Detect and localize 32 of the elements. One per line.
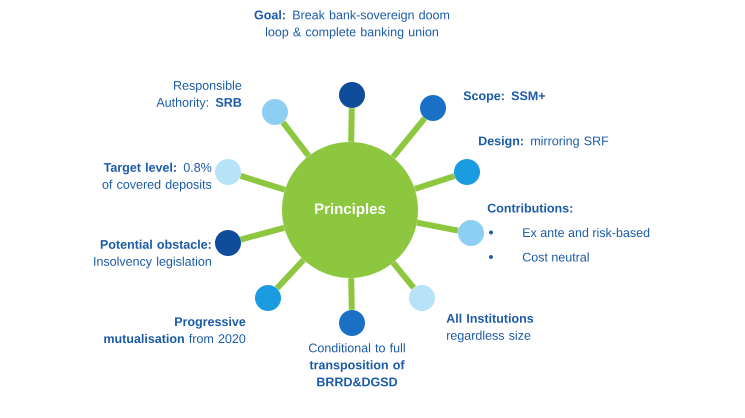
- node-label: Scope: SSM+: [464, 91, 545, 103]
- circle: [215, 230, 241, 256]
- circle: [454, 159, 480, 185]
- circle: [339, 310, 365, 336]
- spoke: [348, 278, 355, 310]
- spoke: [280, 120, 311, 158]
- circle: [409, 285, 435, 311]
- spoke: [274, 258, 306, 290]
- spoke: [390, 116, 427, 159]
- node-label: Ex ante and risk-based: [523, 228, 650, 238]
- node-label: Contributions:: [488, 203, 572, 213]
- circle: [262, 99, 288, 125]
- node-label: Responsible Authority: SRB: [156, 80, 242, 110]
- spoke: [240, 173, 286, 193]
- node-label: Design: mirroring SRF: [479, 136, 608, 148]
- spoke: [416, 220, 459, 234]
- spoke: [414, 173, 456, 192]
- circle: [458, 220, 484, 246]
- node-label: Cost neutral: [522, 252, 589, 262]
- circle: [420, 95, 446, 121]
- spoke: [390, 260, 416, 290]
- spoke: [240, 224, 285, 242]
- node-label: Conditional to full transposition of BRRD&DGSD: [309, 343, 405, 386]
- node-label: Progressive mutualisation from 2020: [104, 316, 246, 344]
- circle: [339, 82, 365, 108]
- node-label: Potential obstacle: Insolvency legislation: [94, 240, 211, 268]
- circle: [215, 159, 241, 185]
- node-label: Goal: Break bank-sovereign doom loop & complete banking union: [254, 10, 450, 39]
- spoke: [348, 108, 355, 142]
- node-label: Target level: 0.8% of covered deposits: [102, 162, 212, 192]
- node-label: All Institutions regardless size: [446, 314, 534, 342]
- circle: [255, 285, 281, 311]
